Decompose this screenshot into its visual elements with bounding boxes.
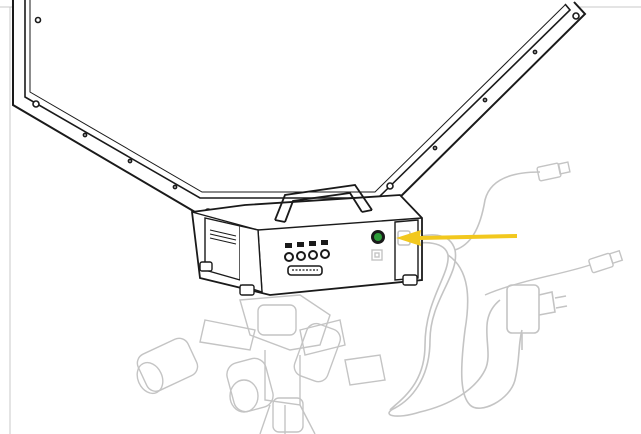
network-port-icon [371,249,383,261]
connector-ports-icon [284,240,330,276]
hexagonal-frame-icon [12,0,587,216]
wall-adapter-icon [506,284,568,350]
usb-cable-icon [484,161,624,296]
power-arrow-icon [396,230,517,246]
power-switch-icon [371,230,385,244]
foot-front-left [239,284,255,296]
tripod-mount-icon [136,294,386,434]
foot-back-left [199,261,213,272]
power-cable-icon [388,171,541,417]
carry-handle-icon [274,184,373,223]
device-housing-icon [190,194,423,296]
foot-front-right [402,274,418,286]
